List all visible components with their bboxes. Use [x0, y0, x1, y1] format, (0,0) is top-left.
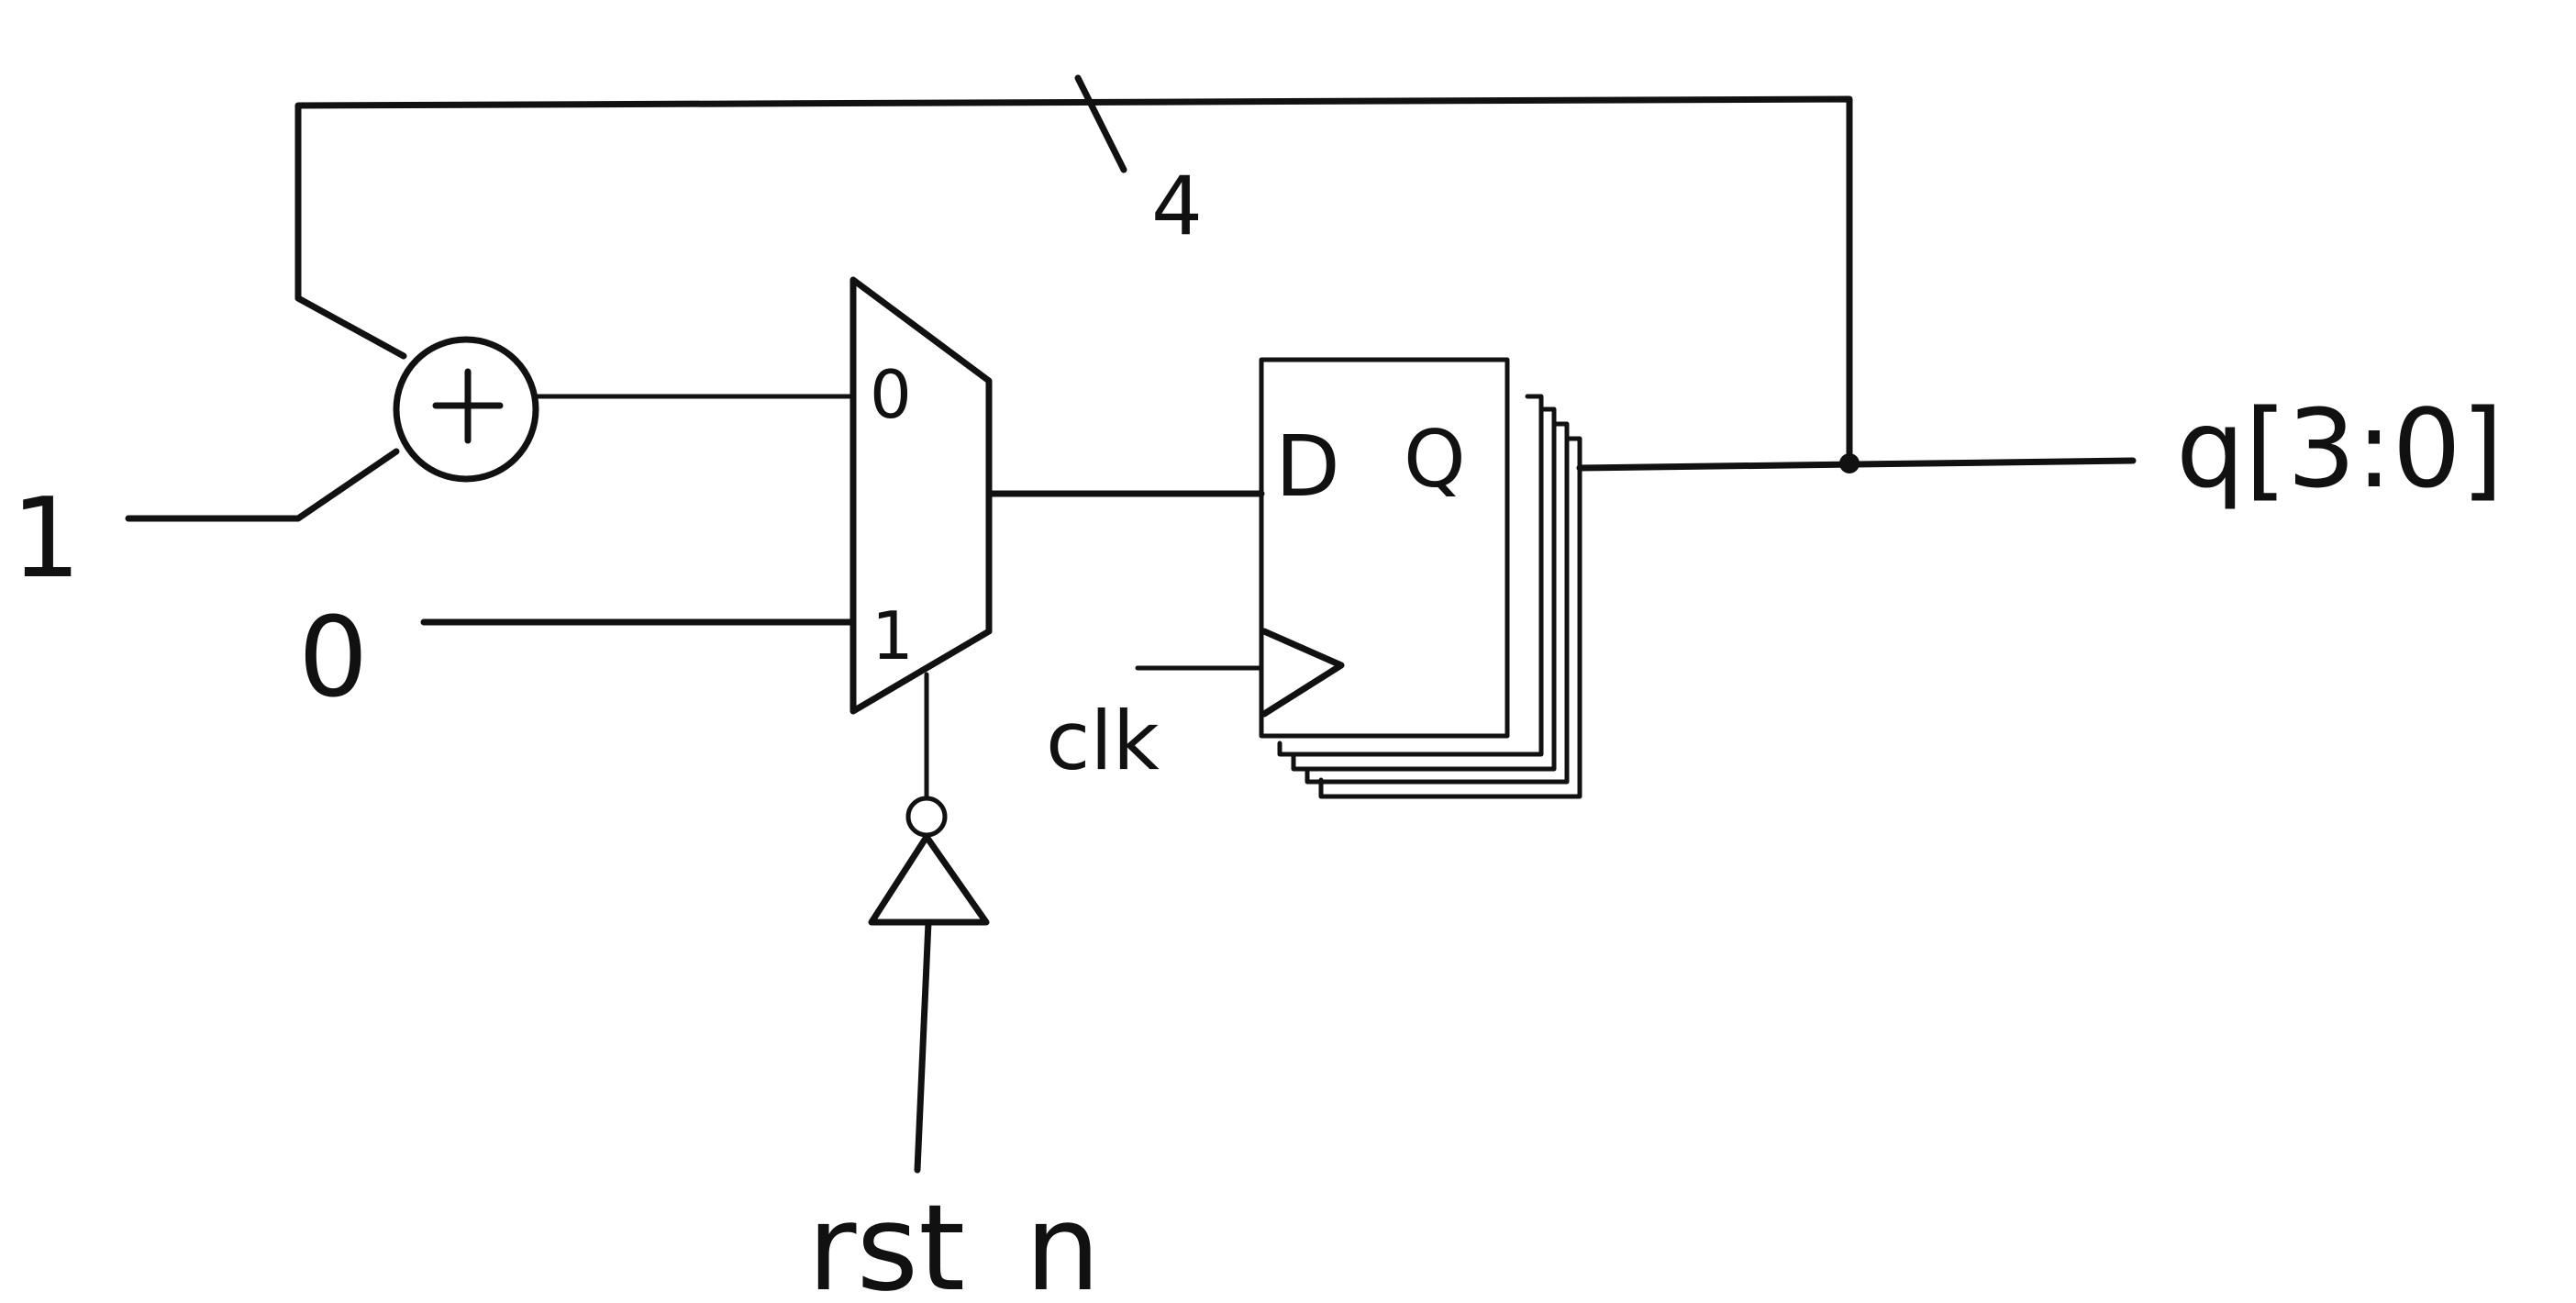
flip-flop-stack [1259, 357, 1582, 799]
mux-shape [849, 276, 993, 715]
flip-flop-box [1259, 357, 1510, 739]
not-gate-icon [868, 796, 990, 926]
bus-width-slash [1074, 74, 1127, 173]
clock-label: clk [1046, 694, 1160, 788]
clock-triangle-icon [1260, 628, 1345, 718]
const-one-wire [125, 448, 400, 522]
reset-label: rst_n [807, 1178, 1101, 1303]
const-one-label: 1 [11, 475, 81, 603]
flop-d-label: D [1275, 418, 1340, 516]
const-zero-label: 0 [298, 595, 368, 722]
plus-circle-icon [393, 336, 539, 483]
flop-q-label: Q [1404, 414, 1466, 506]
output-label: q[3:0] [2176, 385, 2504, 512]
mux-in0-label: 0 [870, 356, 912, 433]
junction-dot [1839, 453, 1860, 473]
feedback-wire [294, 95, 1853, 461]
reset-wire [914, 919, 932, 1174]
bus-width-label: 4 [1151, 159, 1203, 253]
mux-in1-label: 1 [872, 597, 914, 674]
